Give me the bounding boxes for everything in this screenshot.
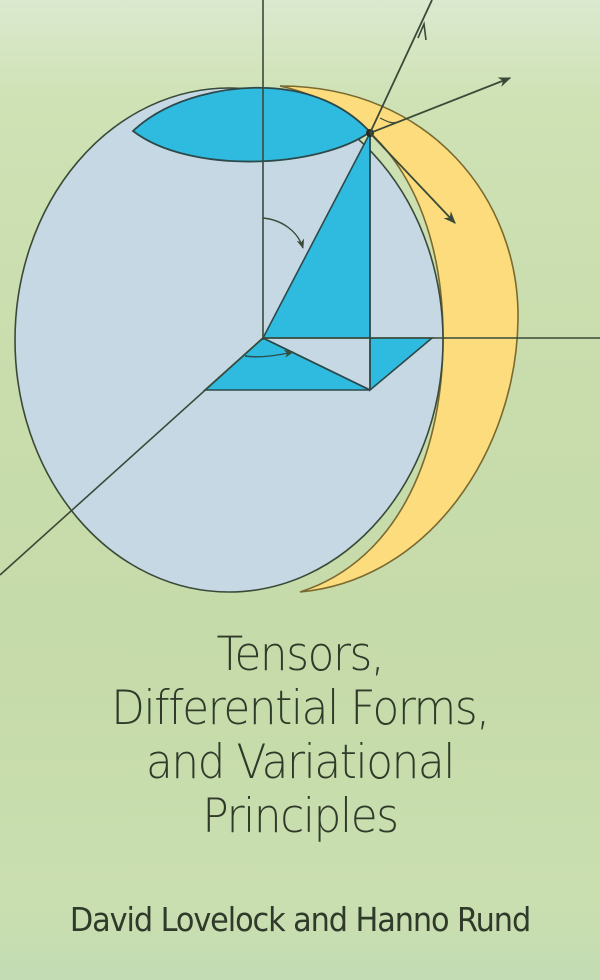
- vector-east: [369, 77, 512, 134]
- title-line-1: Tensors,: [216, 627, 385, 682]
- polar-cap: [131, 86, 372, 163]
- title-line-4: Principles: [202, 789, 399, 844]
- book-title: Tensors, Differential Forms, and Variati…: [0, 628, 600, 844]
- vector-normal: [369, 0, 433, 134]
- x-axis: [0, 337, 264, 576]
- title-line-3: and Variational: [145, 735, 455, 790]
- sphere-diagram: [0, 0, 600, 593]
- theta-arc-icon: [262, 217, 305, 249]
- book-authors: David Lovelock and Hanno Rund: [69, 900, 531, 939]
- title-line-2: Differential Forms,: [111, 681, 490, 736]
- crescent-shape: [279, 85, 519, 593]
- phi-arc-icon: [244, 350, 294, 358]
- vector-south: [369, 132, 456, 224]
